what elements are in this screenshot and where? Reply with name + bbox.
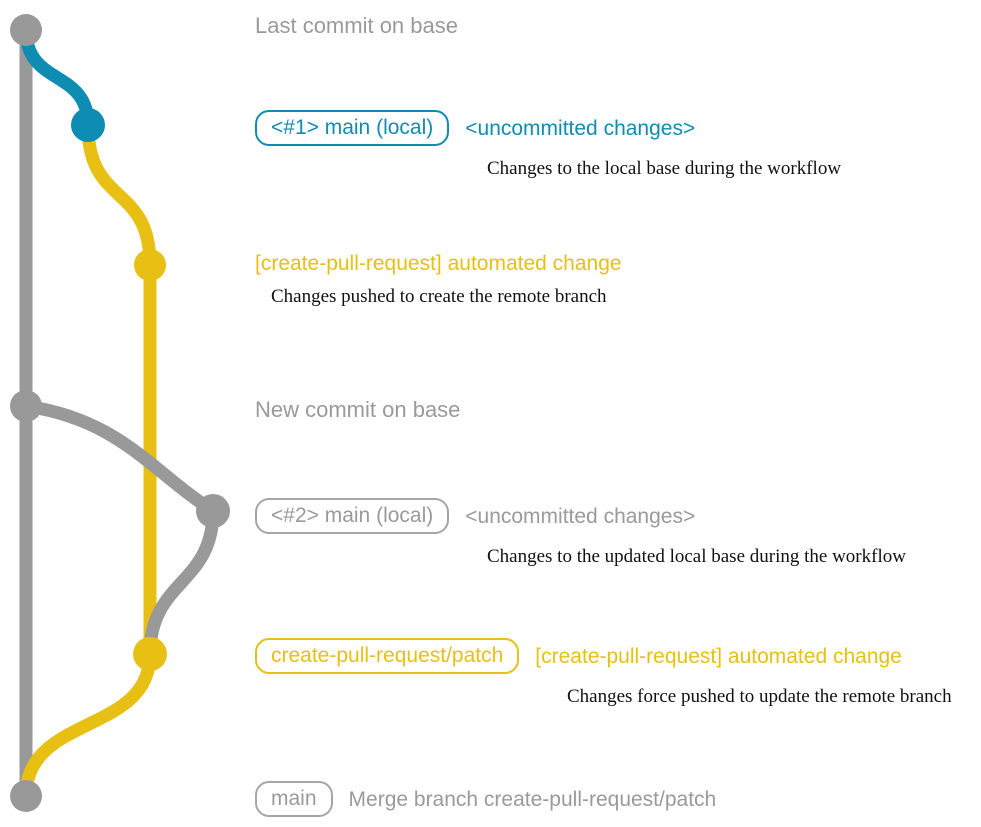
node-automated-1 — [134, 249, 166, 281]
node-patch — [133, 637, 167, 671]
commit-note-create-pull-request-patch: Changes force pushed to update the remot… — [567, 686, 952, 707]
graph-edges — [19, 23, 220, 803]
commit-note-commit-1-local-main: Changes to the local base during the wor… — [487, 158, 842, 179]
edge-base-new-to-local-main-2 — [19, 399, 220, 518]
commit-subject-new-commit-on-base: New commit on base — [255, 397, 461, 422]
commit-subject-last-commit-on-base: Last commit on base — [255, 13, 458, 38]
edge-local-main-2-to-patch — [143, 504, 220, 661]
ref-pill-local-main-1[interactable]: <#1> main (local) — [255, 110, 450, 146]
commit-header: main Merge branch create-pull-request/pa… — [255, 781, 716, 817]
node-base-new — [10, 390, 42, 422]
node-local-main-1 — [71, 108, 105, 142]
node-local-main-2 — [196, 494, 230, 528]
commit-subject-merge-branch: Merge branch create-pull-request/patch — [348, 787, 717, 811]
commit-row-new-commit-on-base: New commit on base — [255, 399, 460, 421]
commit-subject-commit-1-local-main: <uncommitted changes> — [465, 116, 696, 140]
ref-pill-create-pull-request-patch[interactable]: create-pull-request/patch — [255, 638, 520, 674]
commit-row-commit-2-local-main: <#2> main (local) <uncommitted changes> … — [255, 498, 906, 566]
commit-note-commit-2-local-main: Changes to the updated local base during… — [487, 546, 906, 567]
commit-row-last-commit-on-base: Last commit on base — [255, 15, 458, 37]
edge-local-main-1-to-automated — [81, 118, 157, 272]
commit-subject-create-pull-request-automated: [create-pull-request] automated change — [255, 252, 622, 275]
commit-subject-create-pull-request-patch: [create-pull-request] automated change — [535, 644, 902, 668]
ref-pill-main[interactable]: main — [255, 781, 333, 817]
commit-header: <#1> main (local) <uncommitted changes> — [255, 110, 841, 146]
commit-row-commit-create-pull-request-automated: [create-pull-request] automated change C… — [255, 253, 622, 306]
node-base-top — [10, 14, 42, 46]
graph-nodes — [10, 14, 230, 812]
edge-base-to-local-main-1 — [19, 23, 95, 132]
commit-header: <#2> main (local) <uncommitted changes> — [255, 498, 906, 534]
commit-row-commit-merge-branch: main Merge branch create-pull-request/pa… — [255, 781, 716, 817]
commit-note-create-pull-request-automated: Changes pushed to create the remote bran… — [271, 286, 607, 307]
edge-patch-to-merge — [19, 647, 157, 803]
commit-header: create-pull-request/patch [create-pull-r… — [255, 638, 952, 674]
commit-row-commit-create-pull-request-patch: create-pull-request/patch [create-pull-r… — [255, 638, 952, 706]
ref-pill-local-main-2[interactable]: <#2> main (local) — [255, 498, 450, 534]
commit-row-commit-1-local-main: <#1> main (local) <uncommitted changes> … — [255, 110, 841, 178]
commit-subject-commit-2-local-main: <uncommitted changes> — [465, 504, 696, 528]
commit-header: [create-pull-request] automated change — [255, 253, 622, 274]
node-merge — [10, 780, 42, 812]
